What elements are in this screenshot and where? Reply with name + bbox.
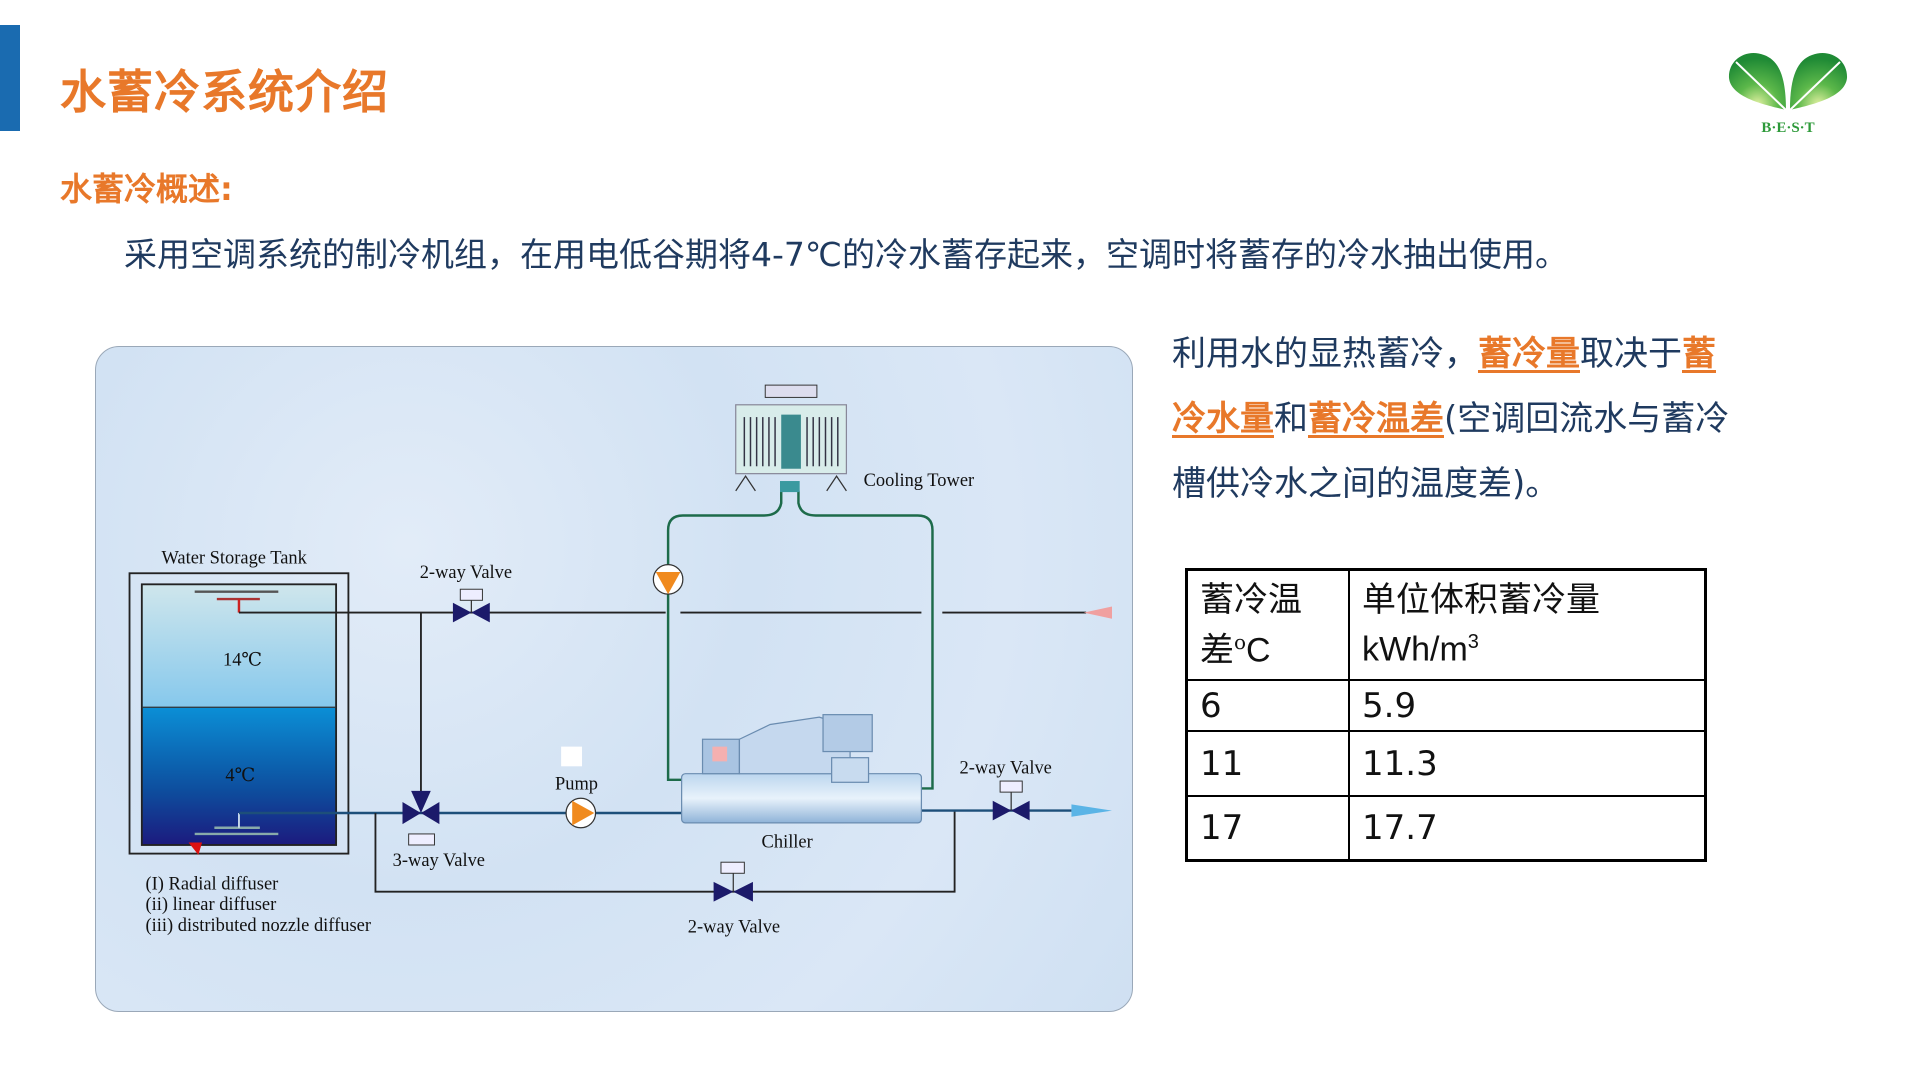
overview-text: 采用空调系统的制冷机组，在用电低谷期将4-7℃的冷水蓄存起来，空调时将蓄存的冷水…	[124, 235, 1568, 274]
supply-arrow-icon	[1071, 804, 1112, 817]
valve-top-label: 2-way Valve	[420, 562, 512, 582]
header-temp-difference: 蓄冷温差oC	[1185, 568, 1350, 681]
best-logo: B·E·S·T	[1726, 50, 1850, 136]
table-cell: 11.3	[1348, 730, 1707, 797]
chiller-icon	[681, 714, 923, 824]
accent-bar	[0, 25, 20, 131]
tank-label: Water Storage Tank	[161, 547, 307, 567]
table-cell: 6	[1185, 679, 1350, 732]
description-part: 利用水的显热蓄冷，	[1172, 334, 1478, 374]
highlight-temp-difference: 蓄冷温差	[1308, 399, 1444, 439]
temp-top: 14℃	[223, 649, 262, 669]
table-cell: 17.7	[1348, 795, 1707, 862]
system-diagram: Water Storage Tank 14℃ 4℃ 2-way Valve 3-…	[95, 346, 1133, 1012]
valve-bottom-label: 2-way Valve	[688, 916, 780, 936]
return-arrow-icon	[1083, 606, 1112, 619]
three-way-valve-icon	[402, 790, 440, 846]
logo-text: B·E·S·T	[1761, 120, 1814, 136]
valve-bottom-icon	[713, 861, 753, 902]
pump-label: Pump	[555, 774, 598, 794]
valve-right-label: 2-way Valve	[960, 758, 1052, 778]
pump-icon	[561, 746, 597, 829]
pipes	[238, 490, 1087, 893]
description-part: 取决于	[1580, 334, 1682, 374]
water-storage-tank	[128, 572, 350, 855]
description-part: (空调回流水与蓄冷槽供冷水之间的温度差)。	[1172, 399, 1730, 504]
description-part: 和	[1274, 399, 1308, 439]
legend-item: (ii) linear diffuser	[146, 894, 277, 915]
three-way-valve-label: 3-way Valve	[393, 850, 485, 870]
table-cell: 17	[1185, 795, 1350, 862]
legend-item: (iii) distributed nozzle diffuser	[146, 915, 371, 936]
cooling-tower-icon	[735, 384, 848, 493]
valve-right-icon	[992, 780, 1030, 821]
temp-bottom: 4℃	[225, 765, 255, 785]
table-cell: 11	[1185, 730, 1350, 797]
highlight-water-volume: 蓄冷水量	[1172, 334, 1716, 439]
condenser-pump-icon	[652, 564, 684, 595]
description-text: 利用水的显热蓄冷，蓄冷量取决于蓄冷水量和蓄冷温差(空调回流水与蓄冷槽供冷水之间的…	[1172, 322, 1732, 517]
overview-heading: 水蓄冷概述:	[60, 170, 233, 208]
table-cell: 5.9	[1348, 679, 1707, 732]
chiller-label: Chiller	[762, 831, 813, 851]
cooling-tower-label: Cooling Tower	[864, 470, 975, 490]
legend-item: (I) Radial diffuser	[146, 873, 279, 894]
highlight-capacity: 蓄冷量	[1478, 334, 1580, 374]
page-title: 水蓄冷系统介绍	[60, 65, 389, 119]
valve-top-icon	[452, 588, 490, 623]
